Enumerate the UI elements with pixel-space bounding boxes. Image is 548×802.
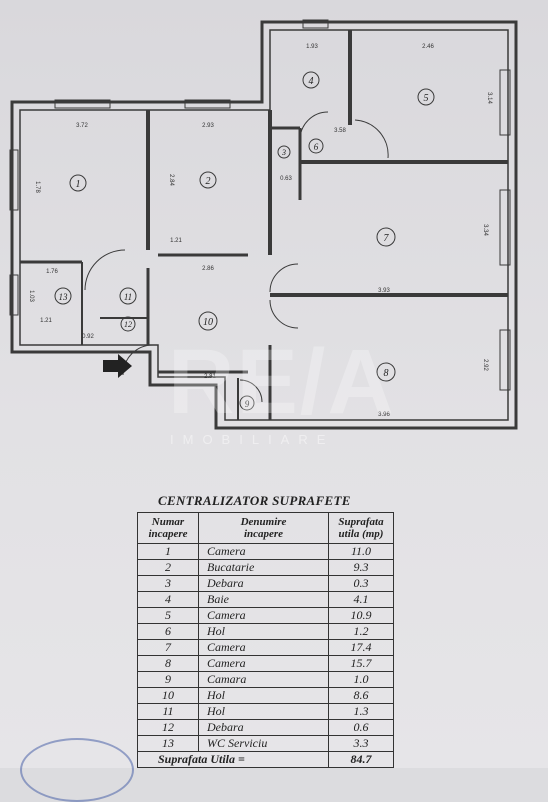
entrance-arrow-icon bbox=[103, 354, 132, 378]
table-title: CENTRALIZATOR SUPRAFETE bbox=[158, 493, 351, 508]
watermark-subtitle: IMOBILIARE bbox=[170, 432, 335, 447]
room-number: 4 bbox=[309, 76, 314, 87]
dimension-label: 2.81 bbox=[204, 374, 216, 380]
room-number: 13 bbox=[59, 292, 69, 302]
dimension-label: 1.21 bbox=[40, 318, 52, 324]
dimension-label: 3.58 bbox=[334, 128, 346, 134]
dimension-label: 0.63 bbox=[280, 176, 292, 182]
room-number: 3 bbox=[281, 148, 286, 157]
dimension-label: 3.96 bbox=[378, 412, 390, 418]
room-number: 9 bbox=[245, 399, 250, 409]
room-number: 5 bbox=[424, 93, 429, 104]
dimension-label: 1.93 bbox=[306, 44, 318, 50]
dimension-label: 0.92 bbox=[82, 334, 94, 340]
inner-outline bbox=[19, 29, 509, 421]
outer-wall bbox=[10, 20, 518, 430]
dimension-label: 3.14 bbox=[486, 92, 492, 104]
room-number: 12 bbox=[124, 320, 132, 329]
dimension-label: 1.78 bbox=[34, 181, 40, 193]
dimension-label: 1.21 bbox=[170, 238, 182, 244]
dimension-label: 1.03 bbox=[28, 290, 34, 302]
room-number: 2 bbox=[206, 176, 211, 187]
room-number: 10 bbox=[203, 317, 213, 328]
dimension-label: 3.72 bbox=[76, 123, 88, 129]
total-row: Suprafata Utila =84.7 bbox=[137, 751, 394, 768]
watermark-logo: RE/A bbox=[168, 331, 396, 433]
dimension-label: 2.93 bbox=[202, 123, 214, 129]
stamp-seal bbox=[20, 738, 134, 802]
floor-plan: 1 2 3 4 5 6 7 8 9 10 11 12 13 3.72 2.93 … bbox=[9, 19, 518, 430]
dimension-label: 2.84 bbox=[168, 174, 174, 186]
room-number: 1 bbox=[76, 179, 81, 190]
total-label: Suprafata Utila = bbox=[137, 751, 329, 768]
dimension-label: 2.86 bbox=[202, 266, 214, 272]
dimension-label: 1.76 bbox=[46, 269, 58, 275]
room-number: 8 bbox=[384, 368, 389, 379]
dimension-label: 2.46 bbox=[422, 44, 434, 50]
room-number: 7 bbox=[384, 233, 390, 244]
dimension-label: 3.93 bbox=[378, 288, 390, 294]
total-area: 84.7 bbox=[328, 751, 394, 768]
dimension-label: 3.34 bbox=[482, 224, 488, 236]
dimension-label: 2.92 bbox=[482, 359, 488, 371]
room-number: 6 bbox=[314, 142, 319, 152]
room-number: 11 bbox=[124, 292, 132, 302]
